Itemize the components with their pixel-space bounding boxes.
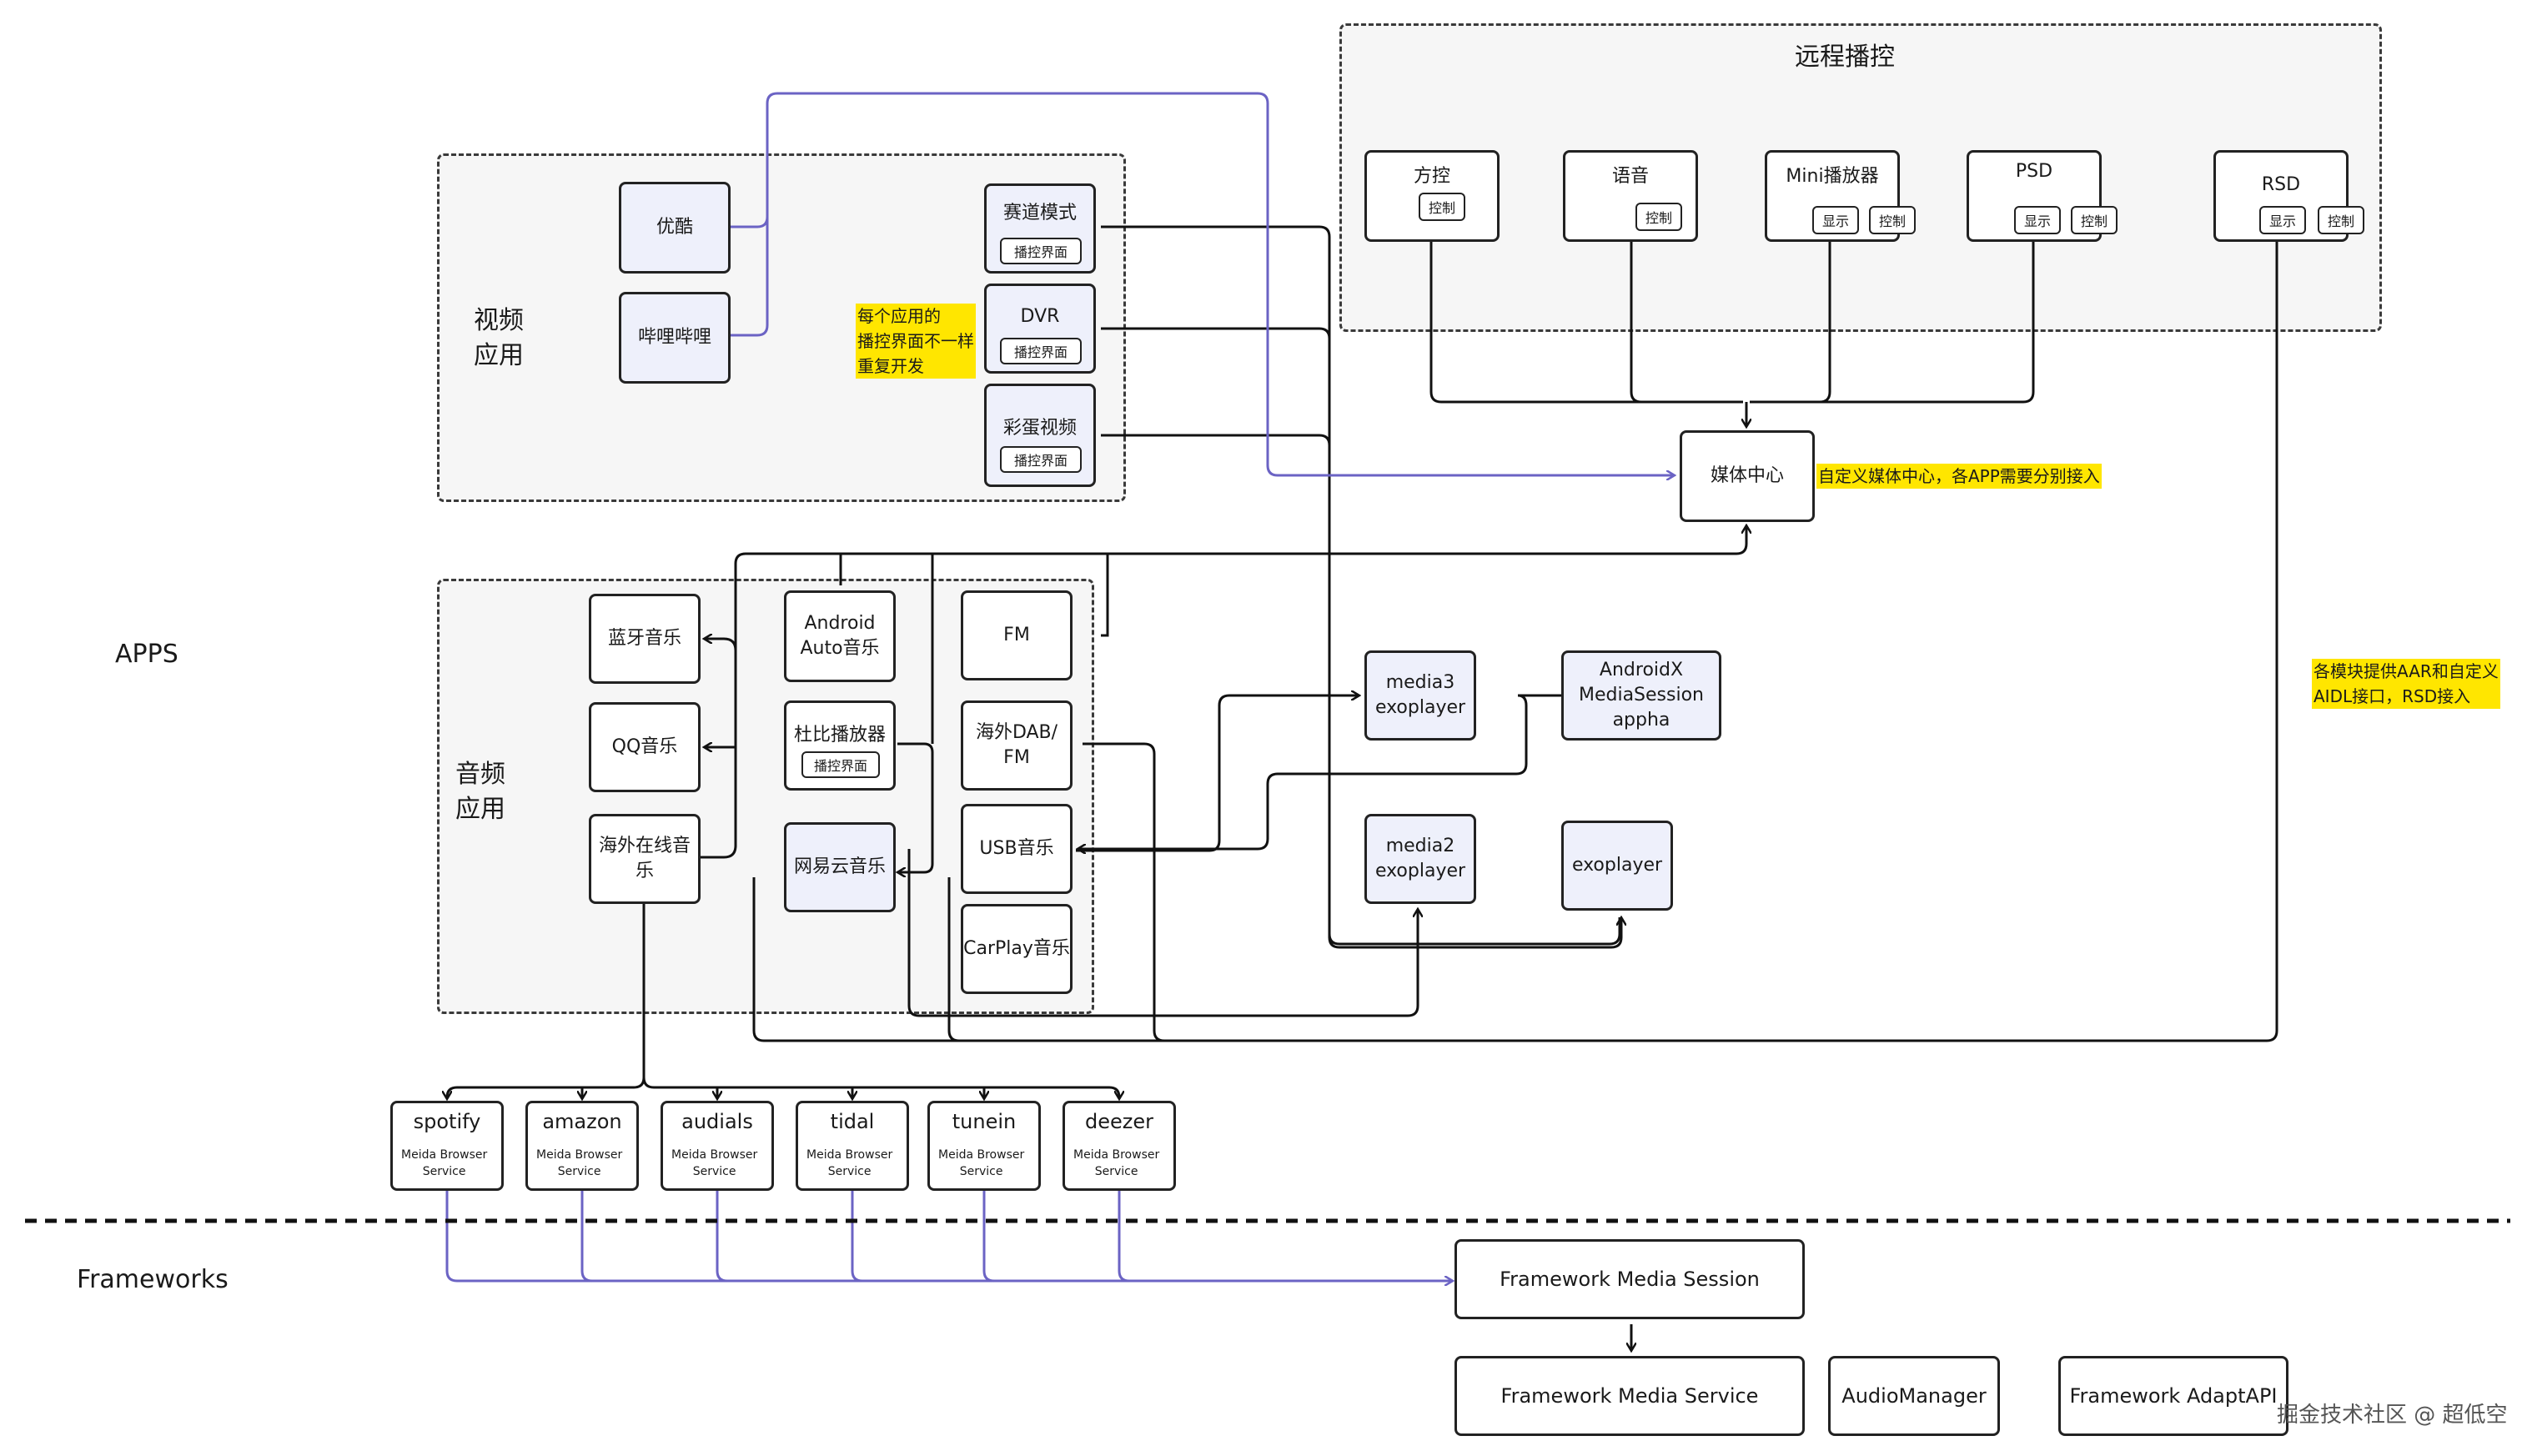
app-fm: FM [961, 590, 1073, 680]
control-chip: 控制 [1869, 206, 1916, 234]
app-android-auto-music: Android Auto音乐 [784, 590, 896, 682]
wire-fangkong [1429, 240, 1743, 404]
remote-fangkong: 方控 控制 [1364, 150, 1500, 242]
audio-group-label: 音频 应用 [455, 760, 505, 824]
wire-dab-loop [1083, 240, 2278, 1042]
apps-section-label: APPS [115, 640, 178, 669]
control-chip: 控制 [2318, 206, 2364, 234]
app-dolby-player: 杜比播放器 播控界面 [784, 700, 896, 791]
remote-psd: PSD 显示 控制 [1967, 150, 2118, 242]
remote-rsd: RSD 显示 控制 [2213, 150, 2364, 242]
wire-dolby [897, 742, 934, 872]
remote-title: 远程播控 [1795, 43, 1895, 72]
framework-audio-manager: AudioManager [1828, 1356, 2000, 1436]
service-tunein: tunein Meida Browser Service [927, 1101, 1041, 1191]
player-exoplayer: exoplayer [1561, 821, 1673, 911]
service-spotify: spotify Meida Browser Service [390, 1101, 504, 1191]
app-dvr: DVR 播控界面 [984, 284, 1096, 374]
service-tidal: tidal Meida Browser Service [796, 1101, 909, 1191]
app-overseas-online-music: 海外在线音 乐 [589, 814, 701, 904]
app-easter-egg-video: 彩蛋视频 播控界面 [984, 384, 1096, 487]
app-youku: 优酷 [619, 182, 731, 274]
framework-adapt-api: Framework AdaptAPI [2058, 1356, 2288, 1436]
app-track-mode: 赛道模式 播控界面 [984, 183, 1096, 274]
wire-exo [1328, 917, 1621, 946]
control-chip: 控制 [1635, 203, 1682, 231]
framework-media-session: Framework Media Session [1454, 1239, 1805, 1319]
media-center: 媒体中心 [1680, 430, 1815, 522]
frameworks-section-label: Frameworks [77, 1265, 229, 1294]
watermark-text: 掘金技术社区 @ 超低空 [2277, 1403, 2508, 1428]
app-carplay-music: CarPlay音乐 [961, 904, 1073, 994]
player-media2-exoplayer: media2 exoplayer [1364, 814, 1476, 904]
player-androidx-mediasession: AndroidX MediaSession appha [1561, 650, 1721, 741]
display-chip: 显示 [1812, 206, 1859, 234]
wire-video-dvr [1101, 327, 1331, 339]
purple-services-to-session [445, 1191, 1453, 1281]
wire-audio-bus [734, 525, 1746, 650]
remote-mini-player: Mini播放器 显示 控制 [1765, 150, 1916, 242]
app-qq-music: QQ音乐 [589, 702, 701, 792]
wire-yuyin [1630, 240, 1642, 404]
purple-video-to-media-center [731, 92, 1675, 475]
app-netease-music: 网易云音乐 [784, 822, 896, 912]
playback-ui-chip: 播控界面 [801, 751, 880, 778]
wire-video-egg [1101, 434, 1331, 446]
app-bilibili: 哔哩哔哩 [619, 292, 731, 384]
playback-ui-chip: 播控界面 [1000, 338, 1082, 364]
wire-psd [1750, 240, 2035, 404]
aar-aidl-note: 各模块提供AAR和自定义 AIDL接口，RSD接入 [2312, 659, 2500, 709]
service-deezer: deezer Meida Browser Service [1063, 1101, 1176, 1191]
playback-ui-chip: 播控界面 [1000, 446, 1082, 473]
display-chip: 显示 [2014, 206, 2061, 234]
app-usb-music: USB音乐 [961, 804, 1073, 894]
display-chip: 显示 [2259, 206, 2306, 234]
control-chip: 控制 [2071, 206, 2118, 234]
remote-yuyin: 语音 控制 [1563, 150, 1698, 242]
app-bluetooth-music: 蓝牙音乐 [589, 594, 701, 684]
control-chip: 控制 [1419, 193, 1465, 221]
service-amazon: amazon Meida Browser Service [525, 1101, 639, 1191]
framework-media-service: Framework Media Service [1454, 1356, 1805, 1436]
media-center-note: 自定义媒体中心，各APP需要分别接入 [1816, 464, 2102, 489]
ui-duplication-note: 每个应用的 播控界面不一样 重复开发 [856, 304, 976, 379]
video-group-label: 视频 应用 [474, 306, 524, 370]
wire-androidx [1078, 694, 1561, 849]
playback-ui-chip: 播控界面 [1000, 238, 1082, 264]
app-overseas-dab-fm: 海外DAB/ FM [961, 700, 1073, 791]
wire-mini [1819, 240, 1831, 404]
wire-services [447, 902, 646, 1099]
wire-video-track [1101, 225, 1621, 949]
service-audials: audials Meida Browser Service [661, 1101, 774, 1191]
player-media3-exoplayer: media3 exoplayer [1364, 650, 1476, 741]
